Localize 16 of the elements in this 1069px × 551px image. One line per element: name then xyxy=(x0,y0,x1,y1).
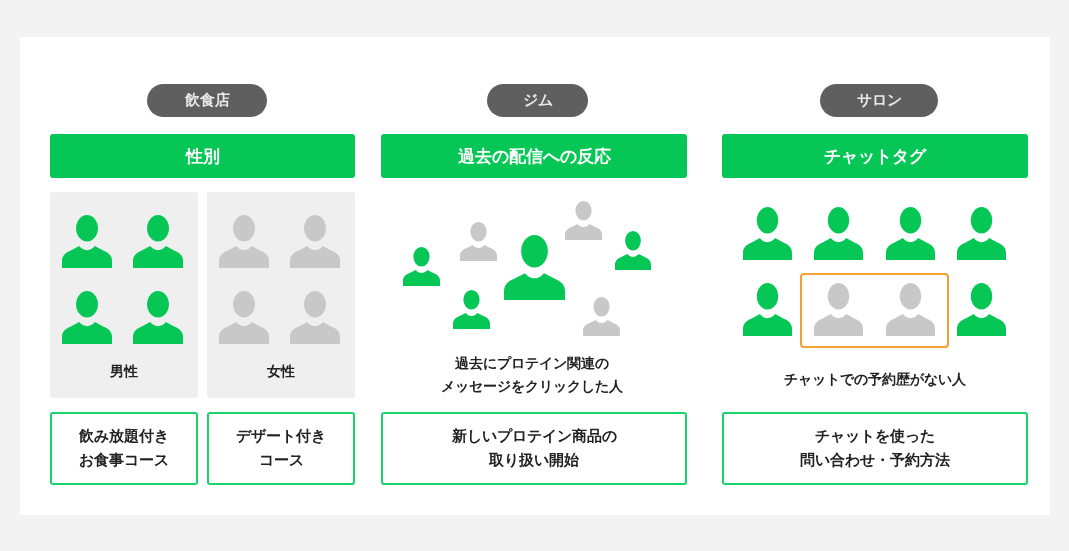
section-header: チャットタグ xyxy=(722,134,1028,178)
segment-label: 男性 xyxy=(109,363,139,381)
segment-panel xyxy=(50,192,198,398)
segment-panel xyxy=(207,192,355,398)
message-box: チャットを使った問い合わせ・予約方法 xyxy=(722,412,1028,485)
category-tag: サロン xyxy=(820,84,938,117)
category-tag: 飲食店 xyxy=(147,84,267,117)
section-header: 過去の配信への反応 xyxy=(381,134,687,178)
category-tag: ジム xyxy=(487,84,588,117)
segment-label: 女性 xyxy=(266,363,296,381)
message-box: 新しいプロテイン商品の取り扱い開始 xyxy=(381,412,687,485)
section-header: 性別 xyxy=(50,134,355,178)
caption-text: チャットでの予約歴がない人 xyxy=(783,370,967,389)
caption-text: 過去にプロテイン関連のメッセージをクリックした人 xyxy=(439,354,624,397)
message-box: 飲み放題付きお食事コース xyxy=(50,412,198,485)
message-box: デザート付きコース xyxy=(207,412,355,485)
